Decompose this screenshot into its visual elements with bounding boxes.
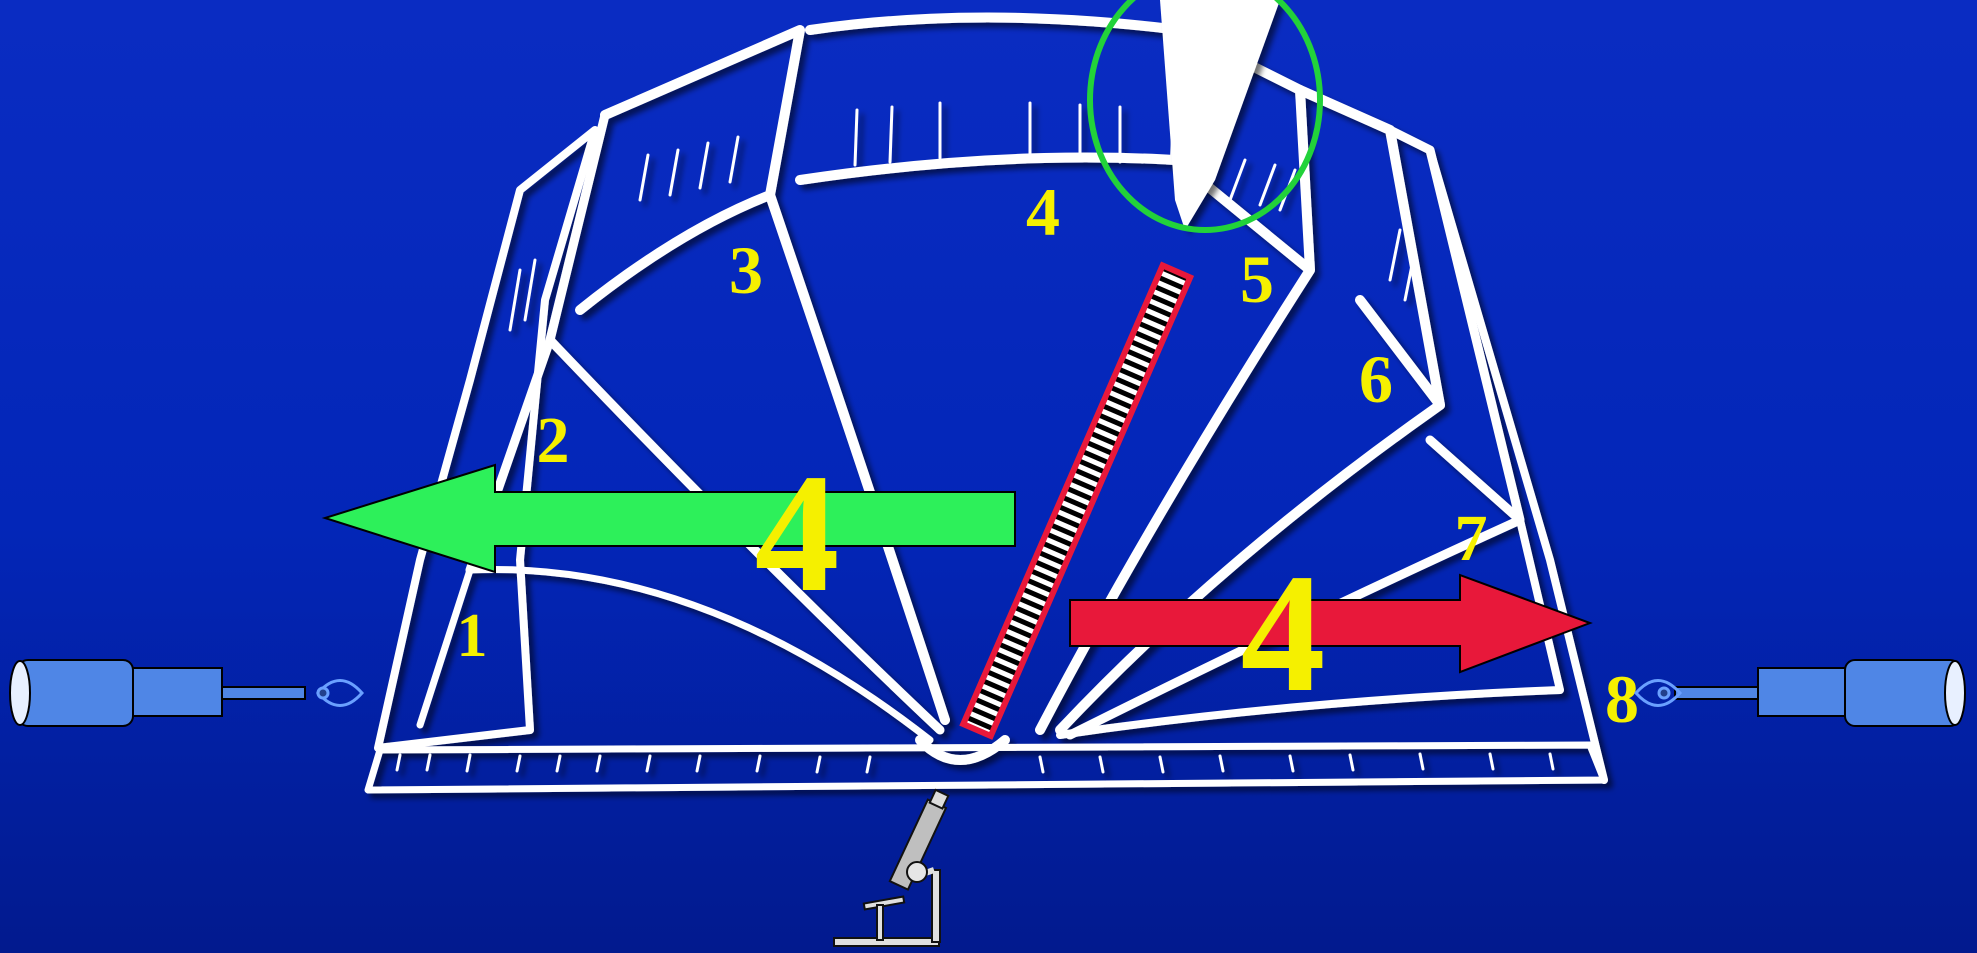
arrow-left bbox=[325, 465, 1015, 572]
telescope-left-icon bbox=[10, 660, 305, 726]
telescope-right-icon bbox=[1675, 660, 1965, 726]
page-label-3: 3 bbox=[729, 232, 763, 308]
page-label-5: 5 bbox=[1240, 241, 1274, 317]
page-left-flat bbox=[420, 569, 930, 740]
page-label-2: 2 bbox=[537, 404, 570, 477]
arrow-right-label: 4 bbox=[1241, 539, 1326, 727]
page-label-8: 8 bbox=[1605, 661, 1639, 737]
page-label-1: 1 bbox=[457, 602, 488, 670]
right-cover bbox=[1060, 150, 1604, 780]
microscope-icon bbox=[834, 789, 951, 946]
eye-left-icon bbox=[318, 681, 362, 706]
page-top-ticks bbox=[510, 103, 1415, 330]
arrow-left-label: 4 bbox=[755, 439, 840, 627]
page-label-4: 4 bbox=[1026, 174, 1060, 250]
page-label-6: 6 bbox=[1359, 341, 1393, 417]
page-fan-4 bbox=[800, 18, 1180, 181]
arrow-right bbox=[1070, 575, 1590, 672]
page-label-7: 7 bbox=[1455, 502, 1488, 575]
eye-right-icon bbox=[1636, 681, 1680, 706]
